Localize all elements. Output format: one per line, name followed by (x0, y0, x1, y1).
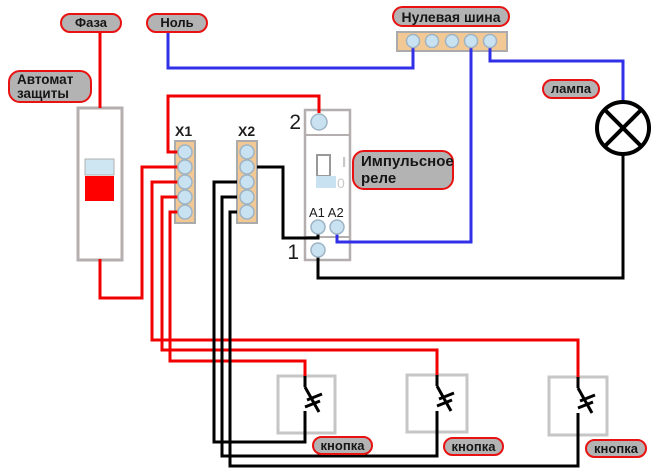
relay-terminal-a1 (310, 219, 326, 235)
wire-x2-to-switch2 (220, 195, 439, 458)
relay-terminal-2-label: 2 (289, 111, 301, 134)
circuit-breaker-flag (85, 176, 114, 201)
phase-label: Фаза (60, 13, 122, 33)
x2-terminal (239, 189, 255, 205)
switch-contact-symbols (303, 375, 596, 414)
terminal-texts: X1 X2 2 1 A1 A2 (175, 111, 344, 264)
device-bodies (76, 31, 609, 437)
x1-terminal (177, 174, 193, 190)
switch3-contact-icon (576, 377, 596, 414)
x2-terminal (239, 144, 255, 160)
wire-x2-to-switch3 (228, 210, 580, 468)
neutral-label: Ноль (146, 13, 208, 33)
x1-terminal (177, 144, 193, 160)
wire-x2-to-switch1 (212, 180, 307, 444)
x1-terminal (177, 159, 193, 175)
bus-terminal (424, 33, 440, 49)
wire-x1-to-switch1 (168, 210, 307, 376)
circuit-breaker-window (84, 158, 115, 176)
button2-label: кнопка (443, 437, 504, 456)
neutral-bus-label: Нулевая шина (392, 6, 510, 27)
wire-x2-to-relay-a1 (257, 165, 320, 240)
relay-on-mark: I (342, 154, 346, 171)
button1-label: кнопка (312, 436, 373, 455)
breaker-label-line1: Автомат (17, 71, 74, 87)
bus-terminal (405, 33, 421, 49)
switch1-contact-icon (303, 376, 323, 413)
relay-terminal-1 (310, 242, 326, 258)
button3-label: кнопка (585, 439, 647, 458)
relay-terminal-1-label: 1 (287, 241, 299, 264)
lamp-label: лампа (542, 79, 600, 99)
x1-terminal (177, 204, 193, 220)
wire-x1-to-switch2 (160, 195, 439, 375)
wire-neutral-to-bus (166, 31, 415, 70)
bus-terminal (463, 33, 479, 49)
relay-toggle-lever (316, 154, 331, 177)
breaker-label-line2: защиты (17, 85, 69, 101)
x2-label: X2 (238, 123, 255, 139)
wire-breaker-to-x1 (98, 165, 180, 300)
relay-terminal-a2 (329, 219, 345, 235)
phase-wires (98, 31, 580, 377)
bus-terminal (482, 33, 498, 49)
switch2-contact-icon (435, 375, 455, 412)
relay-toggle-slider (316, 176, 336, 188)
terminal-holes (177, 33, 498, 258)
relay-label-line2: реле (361, 170, 397, 187)
bus-terminal (444, 33, 460, 49)
wire-bus-to-lamp (488, 46, 625, 103)
relay-off-mark: 0 (337, 175, 345, 191)
wire-relay-terminal1-to-lamp (316, 153, 625, 280)
relay-terminal-2 (310, 113, 328, 131)
relay-label: Импульсное реле (352, 150, 454, 190)
switched-wires (212, 153, 625, 468)
breaker-label: Автомат защиты (8, 70, 92, 103)
wire-bus-to-relay-a2 (335, 46, 473, 244)
x2-terminal (239, 174, 255, 190)
relay-coil-label: A1 A2 (309, 205, 344, 220)
wire-x1-to-switch3 (150, 180, 580, 377)
x2-terminal (239, 204, 255, 220)
x1-label: X1 (175, 123, 192, 139)
wire-x1-to-relay-terminal2 (166, 94, 321, 154)
lamp-cross-line (603, 108, 643, 148)
x1-terminal (177, 189, 193, 205)
relay-label-line1: Импульсное (361, 153, 454, 170)
neutral-wires (166, 31, 625, 244)
x2-terminal (239, 159, 255, 175)
relay-toggle: I 0 (316, 154, 346, 191)
lamp-symbol (595, 100, 651, 156)
